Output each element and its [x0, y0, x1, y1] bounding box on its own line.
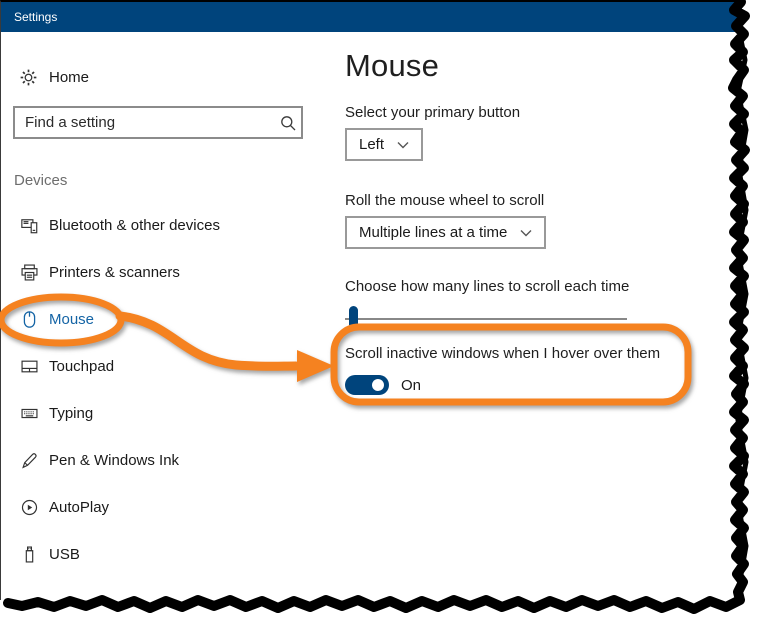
keyboard-icon	[20, 405, 38, 422]
gear-icon	[20, 69, 38, 86]
usb-icon	[20, 546, 38, 563]
scroll-lines-slider[interactable]	[345, 304, 627, 330]
search-icon[interactable]	[275, 115, 301, 131]
sidebar-item-home[interactable]: Home	[1, 60, 89, 94]
sidebar-item-touchpad[interactable]: Touchpad	[1, 343, 331, 390]
sidebar-item-printers[interactable]: Printers & scanners	[1, 249, 331, 296]
sidebar-item-autoplay[interactable]: AutoPlay	[1, 484, 331, 531]
pen-icon	[20, 452, 38, 469]
inactive-scroll-label: Scroll inactive windows when I hover ove…	[345, 345, 661, 362]
sidebar-nav: Bluetooth & other devices Printers & sca…	[1, 202, 331, 578]
search-box	[13, 106, 303, 139]
sidebar-item-label: Typing	[49, 405, 94, 422]
wheel-scroll-label: Roll the mouse wheel to scroll	[345, 192, 545, 209]
chevron-down-icon	[397, 141, 409, 149]
autoplay-icon	[20, 499, 38, 516]
sidebar-item-label: Pen & Windows Ink	[49, 452, 180, 469]
sidebar-item-label: Bluetooth & other devices	[49, 217, 220, 234]
chevron-down-icon	[520, 229, 532, 237]
slider-track[interactable]	[345, 318, 627, 320]
bluetooth-devices-icon	[20, 217, 38, 234]
printer-icon	[20, 264, 38, 281]
sidebar-item-label: Printers & scanners	[49, 264, 180, 281]
sidebar-item-label: Mouse	[49, 311, 95, 328]
sidebar: Home Devices	[1, 32, 331, 592]
scroll-lines-label: Choose how many lines to scroll each tim…	[345, 278, 630, 295]
toggle-knob	[372, 379, 384, 391]
primary-button-label: Select your primary button	[345, 104, 521, 121]
sidebar-item-label: USB	[49, 546, 80, 563]
slider-thumb[interactable]	[349, 306, 358, 329]
sidebar-item-label: Touchpad	[49, 358, 115, 375]
sidebar-item-label: AutoPlay	[49, 499, 110, 516]
inactive-scroll-toggle[interactable]	[345, 375, 389, 395]
settings-window: Settings Home	[0, 0, 742, 600]
page-title: Mouse	[345, 48, 440, 83]
wheel-scroll-dropdown[interactable]: Multiple lines at a time	[345, 216, 547, 249]
devices-section-label: Devices	[14, 172, 68, 189]
window-title: Settings	[14, 10, 58, 24]
touchpad-icon	[20, 358, 38, 375]
dropdown-value: Multiple lines at a time	[359, 224, 508, 241]
search-input[interactable]	[15, 114, 275, 131]
dropdown-value: Left	[359, 136, 385, 153]
primary-button-dropdown[interactable]: Left	[345, 128, 424, 161]
sidebar-item-usb[interactable]: USB	[1, 531, 331, 578]
sidebar-item-pen[interactable]: Pen & Windows Ink	[1, 437, 331, 484]
titlebar: Settings	[1, 2, 742, 32]
sidebar-item-mouse[interactable]: Mouse	[1, 296, 331, 343]
sidebar-item-label: Home	[49, 68, 90, 86]
sidebar-item-bluetooth[interactable]: Bluetooth & other devices	[1, 202, 331, 249]
sidebar-item-typing[interactable]: Typing	[1, 390, 331, 437]
mouse-icon	[20, 311, 38, 328]
toggle-state-label: On	[401, 376, 422, 394]
inactive-scroll-toggle-row: On	[345, 375, 421, 395]
